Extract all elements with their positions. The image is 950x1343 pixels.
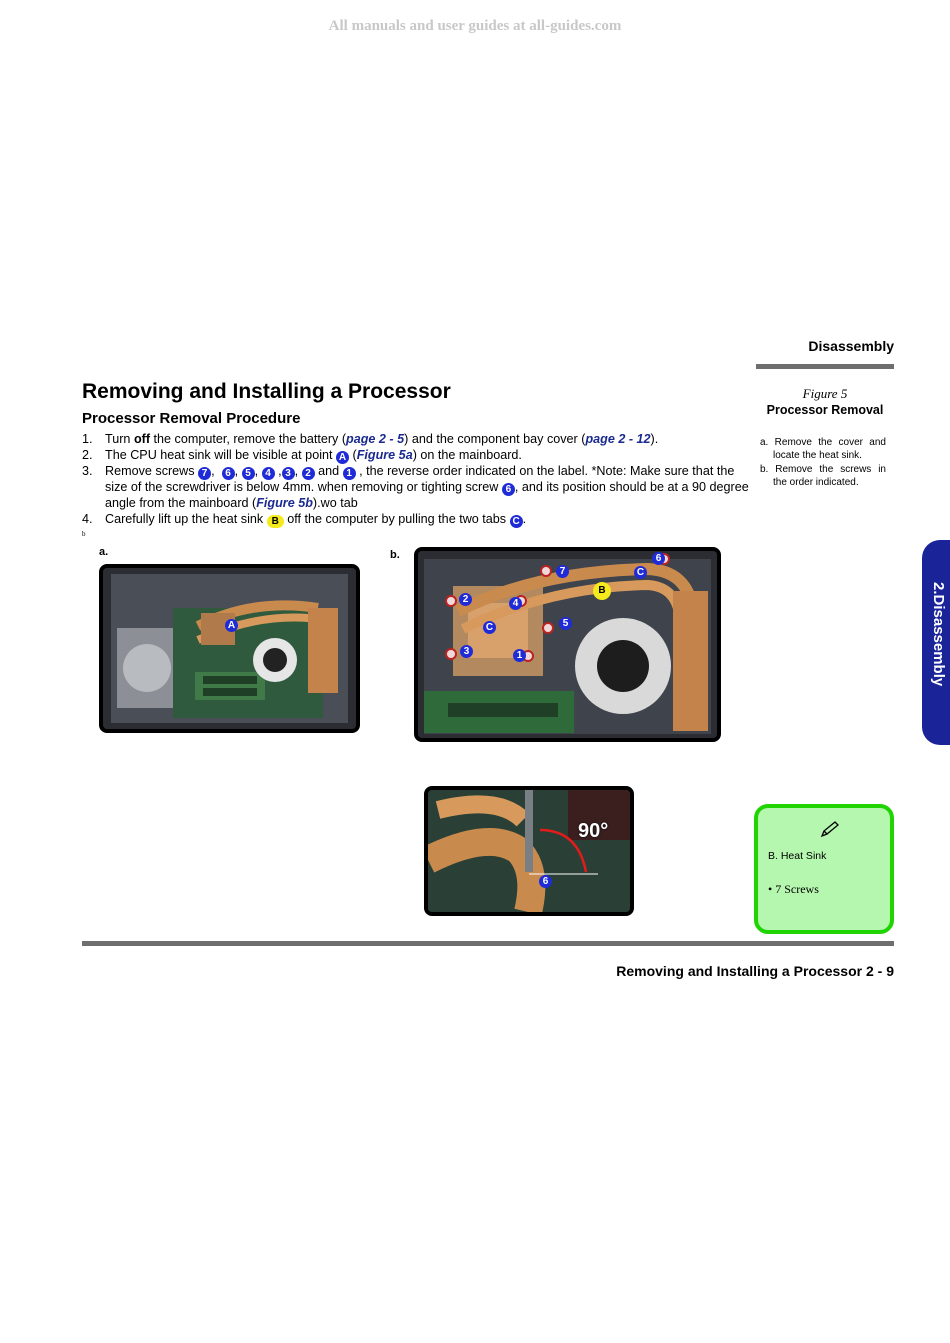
photo-b-callout-2: 2 xyxy=(459,593,472,606)
photo-b-callout-b: B xyxy=(593,582,611,600)
step-4: 4.Carefully lift up the heat sink B off … xyxy=(82,511,527,528)
step-2: 2.The CPU heat sink will be visible at p… xyxy=(82,447,522,464)
step-1: 1.Turn off the computer, remove the batt… xyxy=(82,432,659,446)
callout-screw-5: 5 xyxy=(241,466,255,480)
callout-screw-4: 4 xyxy=(261,466,275,480)
note-box: B. Heat Sink • 7 Screws xyxy=(754,804,894,934)
callout-screw-2: 2 xyxy=(301,466,315,480)
photo-heat-sink-overview: A xyxy=(99,564,360,733)
page-title: Removing and Installing a Processor xyxy=(82,380,451,403)
tiny-mark: b xyxy=(82,530,86,538)
photo-b-callout-c-top: C xyxy=(634,566,647,579)
callout-screw-6: 6 xyxy=(221,466,235,480)
photo-b-callout-c-left: C xyxy=(483,621,496,634)
photo-a-callout-a: A xyxy=(225,619,238,632)
callout-screw-6b: 6 xyxy=(501,482,515,496)
note-line-2: • 7 Screws xyxy=(768,882,819,896)
photo-b-callout-4: 4 xyxy=(509,597,522,610)
link-figure-5b[interactable]: Figure 5b xyxy=(256,495,313,510)
photo-c-callout-6: 6 xyxy=(539,875,552,888)
figure-label-b: b. xyxy=(390,549,400,561)
link-page-2-5[interactable]: page 2 - 5 xyxy=(346,432,405,446)
callout-c: C xyxy=(509,514,523,528)
photo-b-callout-3: 3 xyxy=(460,645,473,658)
photo-b-callout-6: 6 xyxy=(652,552,665,565)
step-3: 3.Remove screws 7, 6, 5, 4 ,3, 2 and 1 ,… xyxy=(82,463,749,510)
figure-number: Figure 5 xyxy=(802,386,848,401)
photo-b-callout-5: 5 xyxy=(559,617,572,630)
callout-screw-7: 7 xyxy=(198,466,212,480)
steps-list: 1.Turn off the computer, remove the batt… xyxy=(82,432,752,528)
figure-note-a: a. Remove the cover and locate the heat … xyxy=(760,437,886,461)
callout-screw-1: 1 xyxy=(342,466,356,480)
photo-c-illustration xyxy=(428,790,630,912)
callout-screw-3: 3 xyxy=(281,466,295,480)
photo-screwdriver-angle: 90° 6 xyxy=(424,786,634,916)
chapter-tab: 2.Disassembly xyxy=(922,540,950,745)
pen-icon xyxy=(820,821,839,838)
photo-b-callout-7: 7 xyxy=(556,565,569,578)
photo-b-illustration xyxy=(418,551,717,738)
section-header: Disassembly xyxy=(808,338,894,354)
photo-b-callout-1: 1 xyxy=(513,649,526,662)
angle-label: 90° xyxy=(578,820,609,842)
figure-note-b: b. Remove the screws in the order indica… xyxy=(760,464,886,488)
link-figure-5a[interactable]: Figure 5a xyxy=(356,447,413,462)
page-footer: Removing and Installing a Processor 2 - … xyxy=(616,963,894,979)
page-subtitle: Processor Removal Procedure xyxy=(82,410,301,427)
note-line-1: B. Heat Sink xyxy=(768,850,827,862)
watermark: All manuals and user guides at all-guide… xyxy=(328,18,622,34)
figure-notes: a. Remove the cover and locate the heat … xyxy=(760,436,886,490)
figure-label-a: a. xyxy=(99,546,109,558)
footer-rule xyxy=(82,941,894,946)
photo-a-illustration xyxy=(103,568,356,729)
header-rule xyxy=(756,364,894,369)
figure-title: Processor Removal xyxy=(766,403,884,417)
link-page-2-12[interactable]: page 2 - 12 xyxy=(585,432,651,446)
callout-a: A xyxy=(336,450,349,464)
callout-b: B xyxy=(266,514,284,528)
photo-screw-locations: 7 6 B C 2 4 C 5 3 1 xyxy=(414,547,721,742)
